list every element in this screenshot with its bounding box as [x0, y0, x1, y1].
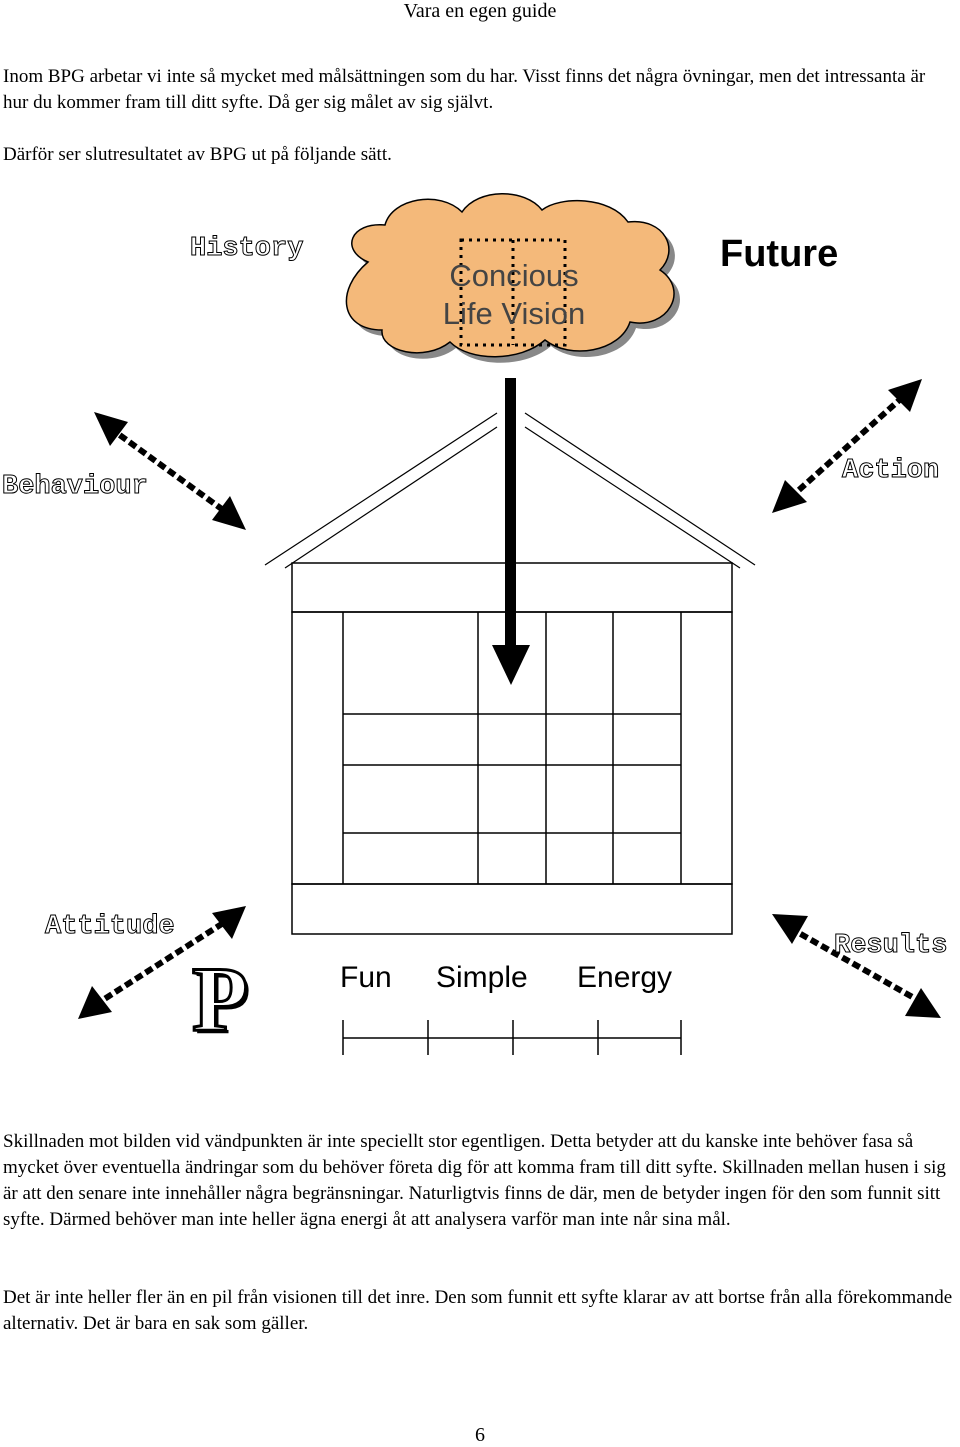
p-logo-icon: P P: [191, 947, 252, 1054]
intro-paragraph: Inom BPG arbetar vi inte så mycket med m…: [3, 66, 926, 113]
house-roof: [264, 412, 756, 569]
results-arrow: [772, 914, 941, 1018]
future-label: Future: [720, 233, 838, 275]
house-body: [291, 562, 733, 935]
page-number: 6: [475, 1424, 485, 1446]
behaviour-arrow: [94, 412, 246, 530]
simple-label: Simple: [436, 961, 528, 994]
energy-label: Energy: [577, 961, 672, 994]
vision-arrow: [492, 378, 530, 685]
body-paragraph: Skillnaden mot bilden vid vändpunkten är…: [3, 1131, 946, 1230]
history-label: History: [190, 234, 303, 264]
vision-text-line1: Concious: [449, 258, 578, 293]
page-header: Vara en egen guide: [403, 0, 557, 22]
bpg-diagram: Concious Life Vision History Future: [2, 193, 948, 1055]
action-arrow: [772, 379, 922, 513]
fun-label: Fun: [340, 961, 392, 994]
body-paragraph-2: Det är inte heller fler än en pil från v…: [3, 1287, 953, 1334]
attitude-arrow: [78, 906, 246, 1019]
svg-text:P: P: [192, 948, 248, 1050]
vision-text-line2: Life Vision: [443, 296, 585, 331]
attitude-label: Attitude: [45, 912, 175, 942]
action-label: Action: [842, 456, 939, 486]
vision-cloud: [345, 193, 681, 363]
behaviour-label: Behaviour: [2, 472, 148, 502]
intro-paragraph-2: Därför ser slutresultatet av BPG ut på f…: [3, 144, 392, 165]
scale-ruler: [342, 1020, 682, 1055]
svg-text:P: P: [195, 951, 251, 1053]
results-label: Results: [834, 931, 947, 961]
